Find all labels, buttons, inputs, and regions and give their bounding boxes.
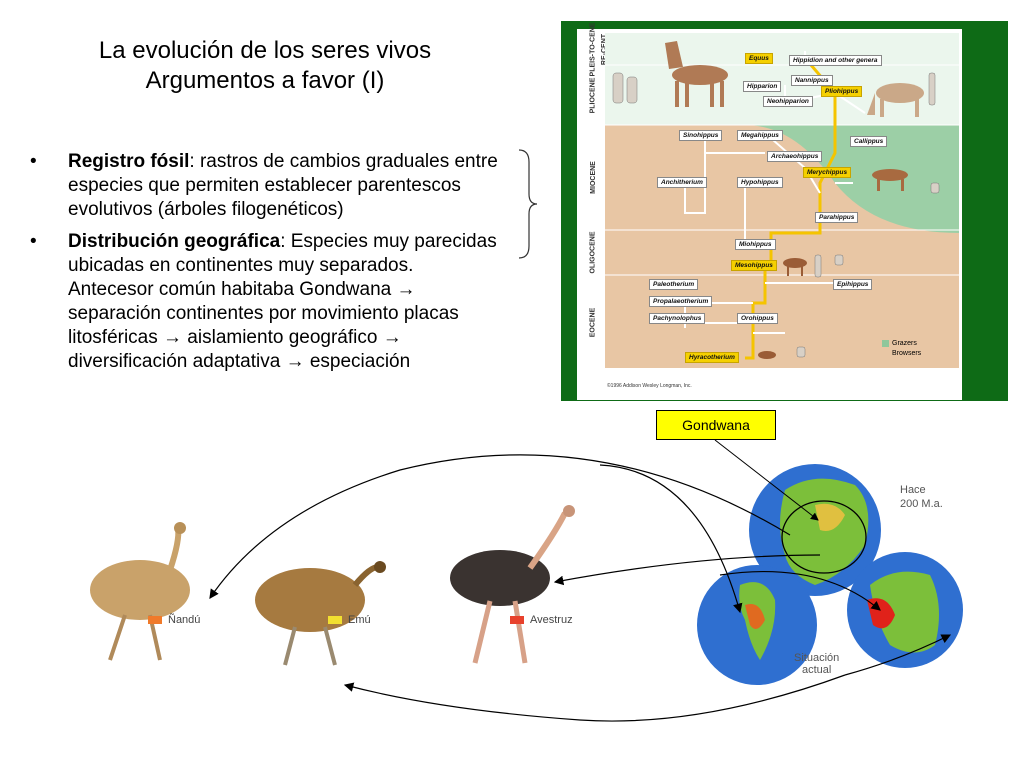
- phylogeny-legend: Grazers Browsers: [882, 340, 954, 360]
- taxon-archaeohippus: Archaeohippus: [767, 151, 823, 162]
- taxon-nannippus: Nannippus: [791, 75, 833, 86]
- zebra-illustration: [867, 83, 924, 117]
- grazers-swatch-icon: [882, 340, 889, 347]
- bullet-text: : rastros de cambios graduales entre esp…: [68, 151, 498, 220]
- bullet-text: : Especies muy parecidas ubicadas en con…: [68, 231, 497, 372]
- era-eocene: EOCENE: [589, 307, 597, 338]
- bullet-dot-icon: •: [30, 231, 37, 252]
- small-horse-illustration: [872, 169, 908, 191]
- horse-phylogeny-chart: Equus Hippidion and other genera Nannipp…: [605, 33, 959, 368]
- browsers-swatch-icon: [882, 350, 889, 357]
- foot-bone-icons: [612, 72, 940, 358]
- era-pliocene: PLIOCENE: [589, 77, 597, 113]
- phylogeny-background: [605, 33, 959, 368]
- taxon-hippidion: Hippidion and other genera: [789, 55, 882, 66]
- slide-title: La evolución de los seres vivos Argument…: [40, 36, 490, 96]
- taxon-orohippus: Orohippus: [737, 313, 778, 324]
- rhea-illustration: [90, 522, 190, 661]
- taxon-merychippus: Merychippus: [803, 167, 852, 178]
- taxon-megahippus: Megahippus: [737, 130, 783, 141]
- figure-copyright: ©1996 Addison Wesley Longman, Inc.: [607, 383, 692, 389]
- bird-label-nandu: Ñandú: [148, 614, 200, 626]
- era-oligocene: OLIGOCENE: [589, 231, 597, 274]
- taxon-equus: Equus: [745, 53, 773, 64]
- taxon-hyracotherium: Hyracotherium: [685, 352, 739, 363]
- era-miocene: MIOCENE: [589, 161, 597, 194]
- ostrich-illustration: [450, 505, 575, 664]
- bullet-heading: Registro fósil: [68, 151, 190, 172]
- taxon-propalaeotherium: Propalaeotherium: [649, 296, 713, 307]
- taxon-mesohippus: Mesohippus: [731, 260, 777, 271]
- taxon-pachynolophus: Pachynolophus: [649, 313, 706, 324]
- nandu-color-swatch-icon: [148, 616, 162, 624]
- globe-present-caption: Situación actual: [794, 652, 840, 676]
- horse-illustration-top: [665, 41, 728, 107]
- legend-grazers: Grazers: [882, 340, 954, 347]
- bullet-dot-icon: •: [30, 151, 37, 172]
- taxon-callippus: Callippus: [850, 136, 888, 147]
- bullet-geographic-distribution: • Distribución geográfica: Especies muy …: [30, 230, 500, 374]
- legend-browsers: Browsers: [882, 350, 954, 357]
- title-line-1: La evolución de los seres vivos: [98, 37, 432, 64]
- gondwana-label: Gondwana: [656, 410, 776, 440]
- curly-brace-icon: [518, 149, 538, 259]
- taxon-pliohippus: Pliohippus: [821, 86, 863, 97]
- taxon-paleotherium: Paleotherium: [649, 279, 699, 290]
- bullet-heading: Distribución geográfica: [68, 231, 281, 252]
- taxon-hipparion: Hipparion: [743, 81, 782, 92]
- taxon-epihippus: Epihippus: [833, 279, 873, 290]
- bird-label-avestruz: Avestruz: [510, 614, 573, 626]
- title-line-2: Argumentos a favor (I): [145, 67, 385, 94]
- taxon-sinohippus: Sinohippus: [679, 130, 723, 141]
- globe-past-caption: Hace 200 M.a.: [900, 484, 943, 510]
- taxon-parahippus: Parahippus: [815, 212, 859, 223]
- taxon-neohipparion: Neohipparion: [763, 96, 813, 107]
- emu-color-swatch-icon: [328, 616, 342, 624]
- taxon-hypohippus: Hypohippus: [737, 177, 783, 188]
- bullet-fossil-record: • Registro fósil: rastros de cambios gra…: [30, 150, 500, 222]
- eohippus-illustration: [758, 258, 807, 359]
- emu-illustration: [255, 561, 386, 666]
- taxon-anchitherium: Anchitherium: [657, 177, 707, 188]
- bird-label-emu: Emú: [328, 614, 371, 626]
- avestruz-color-swatch-icon: [510, 616, 524, 624]
- bullet-list: • Registro fósil: rastros de cambios gra…: [30, 150, 500, 382]
- taxon-miohippus: Miohippus: [735, 239, 776, 250]
